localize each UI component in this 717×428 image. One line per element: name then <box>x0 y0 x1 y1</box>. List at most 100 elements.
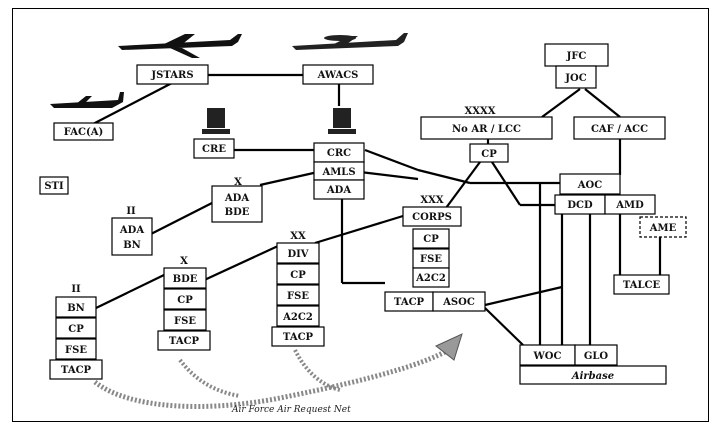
svg-text:ADA: ADA <box>119 225 144 236</box>
div-a2c2-node: A2C2 <box>276 305 320 327</box>
svg-text:CP: CP <box>481 149 497 160</box>
svg-text:AME: AME <box>649 223 677 234</box>
svg-text:JOC: JOC <box>564 73 586 84</box>
svg-text:CP: CP <box>177 295 193 306</box>
lcc-echelon: XXXX <box>464 106 495 117</box>
svg-text:AMD: AMD <box>615 200 644 211</box>
awacs-node: AWACS <box>302 64 374 85</box>
svg-text:AOC: AOC <box>577 180 602 191</box>
svg-text:TACP: TACP <box>61 365 92 376</box>
talce-node: TALCE <box>613 274 670 295</box>
bn-cp-node: CP <box>55 317 97 339</box>
bn-echelon: II <box>71 284 81 295</box>
div-cp-node: CP <box>276 263 320 285</box>
div-fse-node: FSE <box>276 284 320 306</box>
svg-text:BDE: BDE <box>225 207 250 218</box>
bde-fse-node: FSE <box>163 309 207 331</box>
corps-tacp-node: TACP <box>384 291 434 312</box>
svg-text:ASOC: ASOC <box>442 297 475 308</box>
svg-text:DIV: DIV <box>287 249 308 260</box>
svg-text:BDE: BDE <box>173 274 198 285</box>
bn-node: BN <box>55 296 97 318</box>
air-request-net-label: Air Force Air Request Net <box>231 405 351 415</box>
ame-node: AME <box>639 216 687 238</box>
svg-text:FSE: FSE <box>420 254 442 265</box>
svg-text:CORPS: CORPS <box>412 212 452 223</box>
svg-text:A2C2: A2C2 <box>415 273 446 284</box>
svg-text:BN: BN <box>123 240 141 251</box>
crc-ada-node: ADA <box>313 179 365 200</box>
svg-text:CRC: CRC <box>327 148 351 159</box>
svg-text:DCD: DCD <box>567 200 593 211</box>
svg-text:GLO: GLO <box>584 351 609 362</box>
bde-echelon: X <box>180 256 188 267</box>
svg-text:A2C2: A2C2 <box>282 312 313 323</box>
svg-text:TACP: TACP <box>283 332 314 343</box>
crc-node: CRC <box>313 142 365 163</box>
fac-aircraft-icon <box>50 92 124 108</box>
svg-text:Airbase: Airbase <box>571 371 614 382</box>
svg-text:ADA: ADA <box>224 193 249 204</box>
ada-bn-node: ADA BN <box>111 217 153 256</box>
crc-computer-icon <box>328 108 356 134</box>
caf-acc-node: CAF / ACC <box>573 116 666 140</box>
aoc-node: AOC <box>559 173 621 195</box>
svg-text:FAC(A): FAC(A) <box>64 127 103 138</box>
ada-bn-echelon: II <box>126 206 136 217</box>
bde-tacp-node: TACP <box>157 330 211 351</box>
air-request-net-arrow: Air Force Air Request Net <box>93 333 463 415</box>
div-node: DIV <box>276 242 320 264</box>
bde-node: BDE <box>163 267 207 289</box>
corps-echelon: XXX <box>420 195 444 206</box>
div-echelon: XX <box>290 231 306 242</box>
cre-node: CRE <box>193 138 235 159</box>
svg-text:BN: BN <box>67 303 85 314</box>
sti-node: STI <box>39 176 69 195</box>
awacs-aircraft-icon <box>292 33 408 50</box>
svg-text:TALCE: TALCE <box>623 280 661 291</box>
lcc-cp-node: CP <box>469 143 509 163</box>
bn-fse-node: FSE <box>55 338 97 360</box>
connection-lines <box>92 73 662 346</box>
corps-fse-node: FSE <box>412 248 450 269</box>
svg-text:FSE: FSE <box>287 291 309 302</box>
joc-node: JOC <box>555 65 597 89</box>
svg-text:CRE: CRE <box>202 144 226 155</box>
glo-node: GLO <box>574 344 618 366</box>
cre-computer-icon <box>202 108 230 134</box>
jfc-node: JFC <box>544 43 609 67</box>
jstars-aircraft-icon <box>118 34 242 58</box>
corps-node: CORPS <box>402 206 462 227</box>
bde-cp-node: CP <box>163 288 207 310</box>
bn-tacp-node: TACP <box>49 359 103 380</box>
corps-cp-node: CP <box>412 228 450 249</box>
corps-a2c2-node: A2C2 <box>412 267 450 288</box>
ada-bde-node: ADA BDE <box>211 185 263 223</box>
svg-text:STI: STI <box>44 181 64 192</box>
airbase-node: Airbase <box>519 365 667 385</box>
dcd-node: DCD <box>554 194 606 215</box>
svg-text:No AR / LCC: No AR / LCC <box>452 124 521 135</box>
ada-bde-echelon: X <box>234 177 242 188</box>
svg-text:JSTARS: JSTARS <box>150 70 193 81</box>
woc-node: WOC <box>519 344 576 366</box>
amd-node: AMD <box>604 194 656 215</box>
svg-text:WOC: WOC <box>533 351 562 362</box>
svg-text:TACP: TACP <box>394 297 425 308</box>
svg-text:AWACS: AWACS <box>317 70 359 81</box>
svg-text:CP: CP <box>68 324 84 335</box>
asoc-node: ASOC <box>432 291 486 312</box>
svg-text:ADA: ADA <box>326 185 351 196</box>
svg-text:CAF / ACC: CAF / ACC <box>591 124 648 135</box>
jstars-node: JSTARS <box>136 64 209 85</box>
div-tacp-node: TACP <box>271 326 325 347</box>
svg-text:JFC: JFC <box>566 51 587 62</box>
amls-node: AMLS <box>313 161 365 181</box>
svg-text:CP: CP <box>423 234 439 245</box>
svg-text:FSE: FSE <box>174 316 196 327</box>
svg-text:TACP: TACP <box>169 336 200 347</box>
fac-a-node: FAC(A) <box>53 122 114 141</box>
svg-text:AMLS: AMLS <box>321 167 355 178</box>
svg-text:CP: CP <box>290 270 306 281</box>
